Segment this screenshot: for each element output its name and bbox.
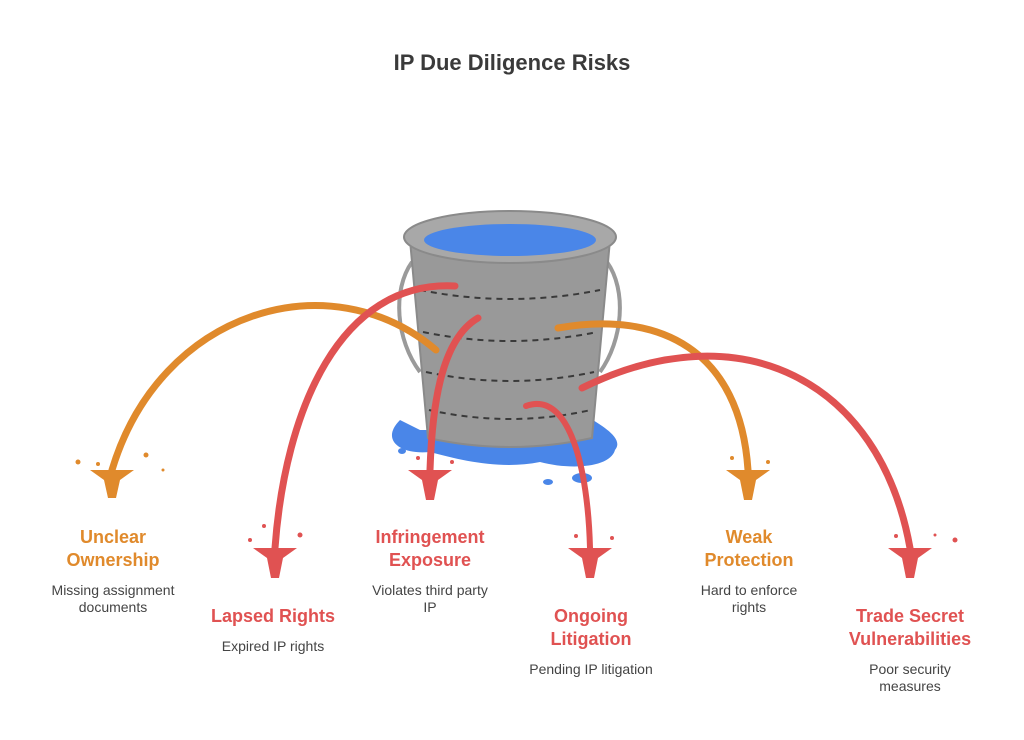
risk-description: Expired IP rights bbox=[221, 638, 325, 654]
risk-ongoing-litigation: Ongoing Litigation Pending IP litigation bbox=[511, 605, 671, 678]
page-title: IP Due Diligence Risks bbox=[393, 50, 631, 75]
risk-label: Infringement Exposure bbox=[375, 527, 485, 570]
splash-unclear-ownership bbox=[75, 452, 165, 498]
stream-lapsed-rights bbox=[271, 282, 459, 552]
risk-description: Hard to enforce rights bbox=[700, 582, 798, 615]
stream-weak-protection bbox=[554, 320, 752, 474]
risk-description: Pending IP litigation bbox=[529, 661, 653, 677]
splash-infringement-exposure bbox=[408, 456, 454, 500]
splash-lapsed-rights bbox=[248, 524, 303, 578]
splash-ongoing-litigation bbox=[568, 534, 614, 578]
stream-ongoing-litigation bbox=[523, 401, 593, 551]
water-drop bbox=[398, 448, 406, 454]
risk-label: Unclear Ownership bbox=[66, 527, 160, 570]
water-drop bbox=[543, 479, 553, 485]
stream-unclear-ownership bbox=[108, 302, 440, 474]
risk-description: Missing assignment documents bbox=[51, 582, 175, 615]
bucket-water bbox=[424, 224, 596, 256]
risk-infringement-exposure: Infringement Exposure Violates third par… bbox=[355, 526, 505, 616]
risk-description: Violates third party IP bbox=[372, 582, 488, 615]
stream-infringement-exposure bbox=[426, 314, 482, 474]
risk-lapsed-rights: Lapsed Rights Expired IP rights bbox=[198, 605, 348, 655]
bucket-handle bbox=[397, 260, 422, 374]
risk-label: Trade Secret Vulnerabilities bbox=[848, 606, 972, 649]
risk-weak-protection: Weak Protection Hard to enforce rights bbox=[674, 526, 824, 616]
risk-unclear-ownership: Unclear Ownership Missing assignment doc… bbox=[38, 526, 188, 616]
risk-label: Ongoing Litigation bbox=[550, 606, 632, 649]
risk-description: Poor security measures bbox=[869, 661, 951, 694]
stream-trade-secret bbox=[578, 352, 914, 552]
bucket-handle bbox=[598, 260, 622, 374]
splash-weak-protection bbox=[726, 456, 770, 500]
risk-trade-secret-vulnerabilities: Trade Secret Vulnerabilities Poor securi… bbox=[830, 605, 990, 695]
bucket-body bbox=[408, 239, 612, 448]
risk-label: Lapsed Rights bbox=[210, 606, 335, 626]
risk-label: Weak Protection bbox=[704, 527, 794, 570]
splash-trade-secret bbox=[888, 533, 958, 578]
